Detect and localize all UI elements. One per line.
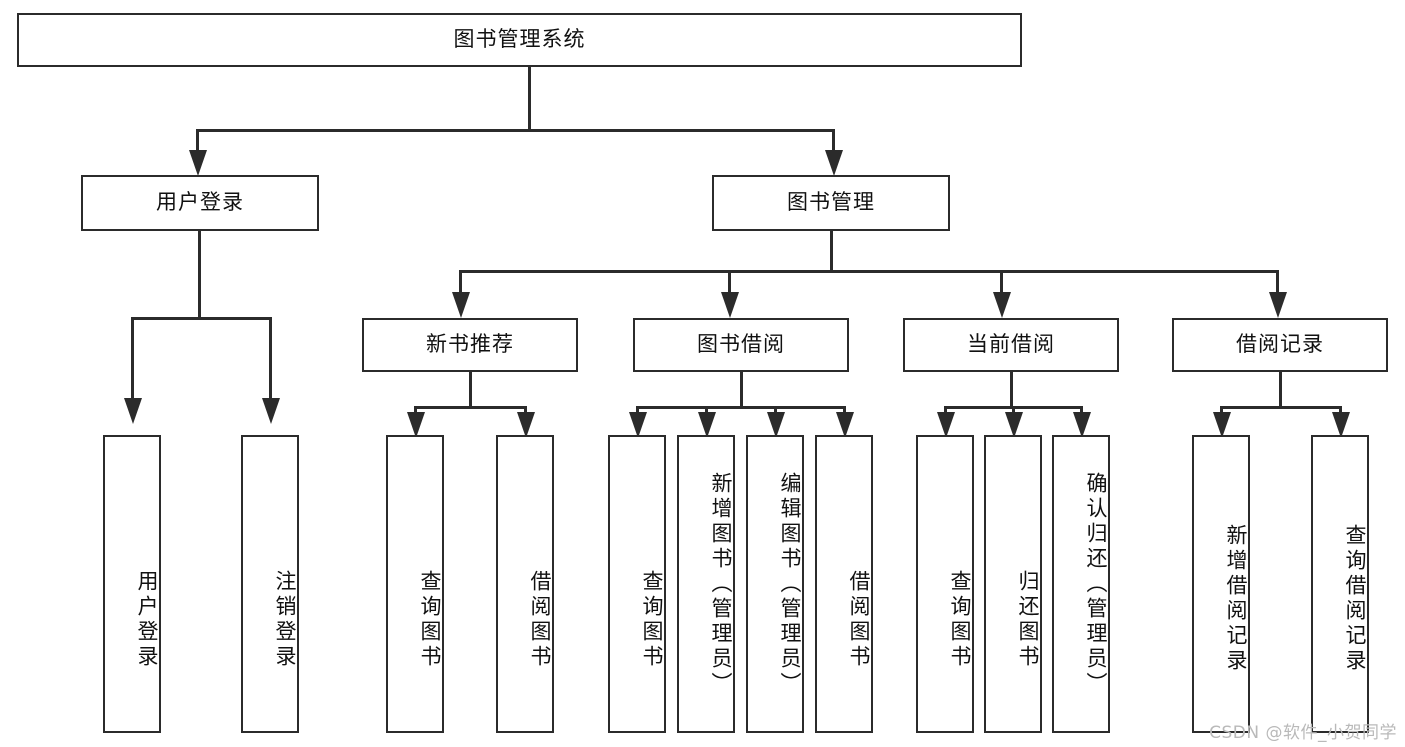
edge-book-management-bus bbox=[459, 270, 1279, 273]
node-borrow-record-label: 借阅记录 bbox=[1236, 332, 1324, 357]
node-leaf-borrow-book-1[interactable]: 借阅图书 bbox=[496, 435, 554, 733]
edge-user-login-stem bbox=[198, 231, 201, 319]
node-current-borrow[interactable]: 当前借阅 bbox=[903, 318, 1119, 372]
edge-nbr-stem bbox=[469, 372, 472, 408]
edge-nbr-bus bbox=[414, 406, 527, 409]
node-leaf-query-book-1[interactable]: 查询图书 bbox=[386, 435, 444, 733]
node-root-label: 图书管理系统 bbox=[453, 27, 586, 52]
edge-root-to-book-management bbox=[832, 129, 835, 155]
edge-bb-stem bbox=[740, 372, 743, 408]
edge-user-login-leaf1 bbox=[131, 317, 134, 400]
node-leaf-query-book-2[interactable]: 查询图书 bbox=[608, 435, 666, 733]
node-leaf-confirm-return[interactable]: 确认归还（管理员） bbox=[1052, 435, 1110, 733]
edge-book-management-stem bbox=[830, 231, 833, 272]
arrowhead-leaf-query-book-2 bbox=[629, 412, 647, 438]
node-leaf-logout-login-label: 注销登录 bbox=[273, 570, 297, 670]
arrowhead-leaf-add-record bbox=[1213, 412, 1231, 438]
edge-root-to-user-login bbox=[196, 129, 199, 155]
edge-cb-stem bbox=[1010, 372, 1013, 408]
node-leaf-user-login[interactable]: 用户登录 bbox=[103, 435, 161, 733]
node-leaf-return-book-label: 归还图书 bbox=[1016, 570, 1040, 670]
node-leaf-query-book-3[interactable]: 查询图书 bbox=[916, 435, 974, 733]
node-leaf-add-book-label: 新增图书（管理员） bbox=[709, 471, 733, 697]
node-leaf-add-record-label: 新增借阅记录 bbox=[1224, 524, 1248, 674]
arrowhead-leaf-query-book-3 bbox=[937, 412, 955, 438]
edge-bb-bus bbox=[636, 406, 846, 409]
arrowhead-leaf-borrow-book-1 bbox=[517, 412, 535, 438]
node-current-borrow-label: 当前借阅 bbox=[967, 332, 1055, 357]
edge-root-stem bbox=[528, 67, 531, 131]
node-new-book-recommend[interactable]: 新书推荐 bbox=[362, 318, 578, 372]
node-leaf-logout-login[interactable]: 注销登录 bbox=[241, 435, 299, 733]
arrowhead-leaf-confirm-return bbox=[1073, 412, 1091, 438]
arrowhead-borrow-record bbox=[1269, 292, 1287, 318]
edge-bm-to-book-borrow bbox=[728, 270, 731, 295]
arrowhead-current-borrow bbox=[993, 292, 1011, 318]
node-root[interactable]: 图书管理系统 bbox=[17, 13, 1022, 67]
node-leaf-borrow-book-1-label: 借阅图书 bbox=[528, 570, 552, 670]
node-user-login[interactable]: 用户登录 bbox=[81, 175, 319, 231]
edge-br-stem bbox=[1279, 372, 1282, 408]
node-leaf-edit-book[interactable]: 编辑图书（管理员） bbox=[746, 435, 804, 733]
node-new-book-recommend-label: 新书推荐 bbox=[426, 332, 514, 357]
node-leaf-borrow-book-2-label: 借阅图书 bbox=[847, 570, 871, 670]
arrowhead-leaf-logout-login bbox=[262, 398, 280, 424]
node-leaf-query-record-label: 查询借阅记录 bbox=[1343, 524, 1367, 674]
edge-bm-to-current-borrow bbox=[1000, 270, 1003, 295]
arrowhead-book-borrow bbox=[721, 292, 739, 318]
node-borrow-record[interactable]: 借阅记录 bbox=[1172, 318, 1388, 372]
node-book-management[interactable]: 图书管理 bbox=[712, 175, 950, 231]
node-leaf-confirm-return-label: 确认归还（管理员） bbox=[1084, 471, 1108, 697]
arrowhead-leaf-user-login bbox=[124, 398, 142, 424]
node-leaf-borrow-book-2[interactable]: 借阅图书 bbox=[815, 435, 873, 733]
edge-user-login-bus bbox=[131, 317, 270, 320]
arrowhead-leaf-add-book bbox=[698, 412, 716, 438]
node-book-borrow[interactable]: 图书借阅 bbox=[633, 318, 849, 372]
node-book-management-label: 图书管理 bbox=[787, 190, 875, 215]
arrowhead-leaf-query-book-1 bbox=[407, 412, 425, 438]
edge-br-bus bbox=[1220, 406, 1342, 409]
node-leaf-query-book-3-label: 查询图书 bbox=[948, 570, 972, 670]
arrowhead-leaf-query-record bbox=[1332, 412, 1350, 438]
node-user-login-label: 用户登录 bbox=[156, 190, 244, 215]
arrowhead-leaf-return-book bbox=[1005, 412, 1023, 438]
node-leaf-query-book-2-label: 查询图书 bbox=[640, 570, 664, 670]
node-leaf-edit-book-label: 编辑图书（管理员） bbox=[778, 471, 802, 697]
edge-root-bus bbox=[196, 129, 835, 132]
watermark-text: CSDN @软件_小贺同学 bbox=[1209, 723, 1397, 743]
node-leaf-user-login-label: 用户登录 bbox=[135, 570, 159, 670]
node-leaf-query-book-1-label: 查询图书 bbox=[418, 570, 442, 670]
node-leaf-return-book[interactable]: 归还图书 bbox=[984, 435, 1042, 733]
edge-bm-to-borrow-record bbox=[1276, 270, 1279, 295]
node-leaf-query-record[interactable]: 查询借阅记录 bbox=[1311, 435, 1369, 733]
node-leaf-add-book[interactable]: 新增图书（管理员） bbox=[677, 435, 735, 733]
edge-user-login-leaf2 bbox=[269, 317, 272, 400]
arrowhead-leaf-edit-book bbox=[767, 412, 785, 438]
arrowhead-leaf-borrow-book-2 bbox=[836, 412, 854, 438]
arrowhead-book-management bbox=[825, 150, 843, 176]
edge-bm-to-new-book bbox=[459, 270, 462, 295]
arrowhead-user-login bbox=[189, 150, 207, 176]
node-book-borrow-label: 图书借阅 bbox=[697, 332, 785, 357]
node-leaf-add-record[interactable]: 新增借阅记录 bbox=[1192, 435, 1250, 733]
arrowhead-new-book-recommend bbox=[452, 292, 470, 318]
